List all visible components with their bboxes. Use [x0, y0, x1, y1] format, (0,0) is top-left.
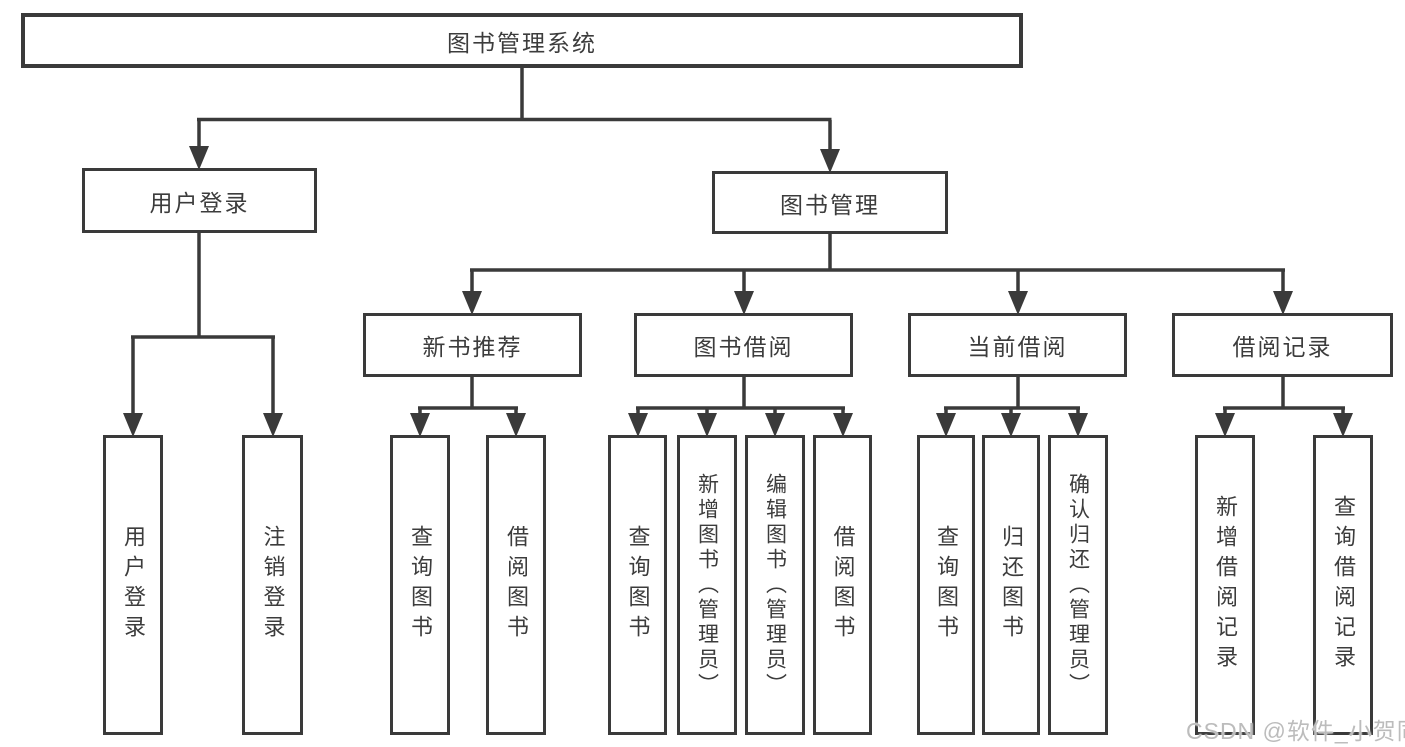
connector-bookborrow-to-children: [636, 377, 845, 415]
leaf-logout: 注销登录: [242, 435, 303, 735]
node-user-login-label: 用户登录: [149, 189, 250, 216]
leaf-query-book-borrow-label: 查询图书: [625, 525, 651, 645]
node-root-label: 图书管理系统: [447, 29, 597, 56]
leaf-borrow-book-label: 借阅图书: [830, 525, 856, 645]
leaf-add-borrow-record: 新增借阅记录: [1195, 435, 1255, 735]
node-current-borrow-label: 当前借阅: [967, 334, 1068, 360]
connector-newbook-to-children: [418, 377, 518, 415]
leaf-add-book-admin: 新增图书（管理员）: [677, 435, 737, 735]
leaf-query-book-current: 查询图书: [917, 435, 975, 735]
leaf-borrow-book-recommend: 借阅图书: [486, 435, 546, 735]
node-new-book-recommend: 新书推荐: [363, 313, 582, 377]
node-book-management: 图书管理: [712, 171, 948, 234]
leaf-confirm-return-admin: 确认归还（管理员）: [1048, 435, 1108, 735]
leaf-query-borrow-record-label: 查询借阅记录: [1331, 495, 1356, 675]
node-borrow-records-label: 借阅记录: [1232, 334, 1333, 360]
arrowheads: [123, 146, 1353, 437]
connector-bookmgmt-to-level3: [470, 234, 1285, 293]
node-current-borrow: 当前借阅: [908, 313, 1127, 377]
leaf-edit-book-admin: 编辑图书（管理员）: [745, 435, 805, 735]
node-book-management-label: 图书管理: [780, 191, 880, 218]
leaf-add-borrow-record-label: 新增借阅记录: [1213, 495, 1238, 675]
leaf-user-login-label: 用户登录: [121, 525, 146, 645]
leaf-query-book-current-label: 查询图书: [934, 525, 959, 645]
leaf-query-book-recommend-label: 查询图书: [408, 525, 433, 645]
leaf-return-book-label: 归还图书: [999, 525, 1024, 645]
leaf-borrow-book: 借阅图书: [813, 435, 872, 735]
leaf-edit-book-admin-label: 编辑图书（管理员）: [763, 472, 787, 698]
leaf-return-book: 归还图书: [982, 435, 1040, 735]
leaf-borrow-book-recommend-label: 借阅图书: [504, 525, 529, 645]
leaf-query-borrow-record: 查询借阅记录: [1313, 435, 1373, 735]
connector-borrowrecord-to-children: [1223, 377, 1345, 415]
leaf-logout-label: 注销登录: [260, 525, 286, 645]
connector-root-to-level2: [197, 68, 832, 151]
node-book-borrow: 图书借阅: [634, 313, 853, 377]
leaf-confirm-return-admin-label: 确认归还（管理员）: [1066, 472, 1090, 698]
leaf-add-book-admin-label: 新增图书（管理员）: [695, 472, 719, 698]
leaf-query-book-recommend: 查询图书: [390, 435, 450, 735]
leaf-query-book-borrow: 查询图书: [608, 435, 667, 735]
connector-userlogin-to-children: [131, 233, 275, 415]
connector-currentborrow-to-children: [944, 377, 1080, 415]
csdn-watermark: CSDN @软件_小贺同学: [1186, 718, 1405, 744]
node-borrow-records: 借阅记录: [1172, 313, 1393, 377]
leaf-user-login: 用户登录: [103, 435, 163, 735]
node-book-borrow-label: 图书借阅: [693, 334, 794, 360]
node-root: 图书管理系统: [21, 13, 1023, 68]
node-new-book-recommend-label: 新书推荐: [422, 334, 523, 360]
node-user-login: 用户登录: [82, 168, 317, 233]
